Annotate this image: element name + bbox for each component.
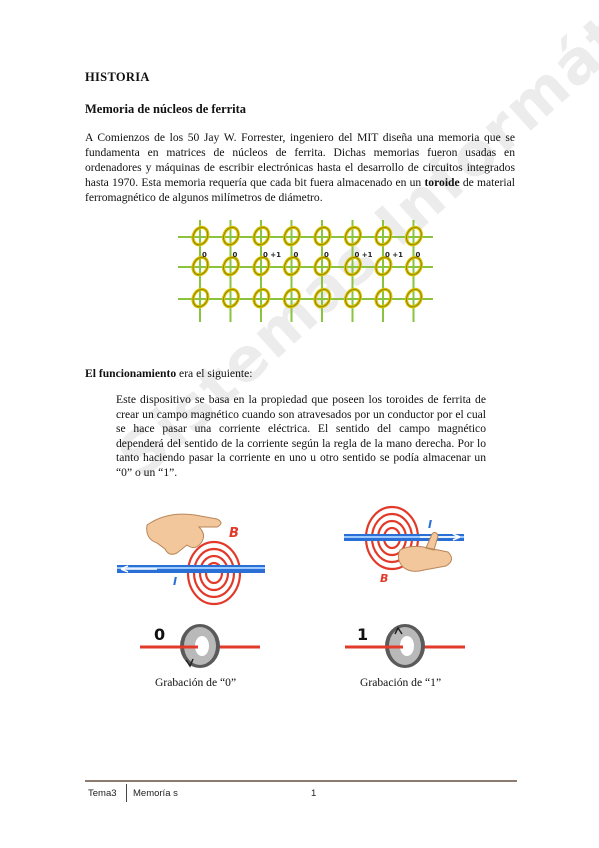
ferrite-core-outline — [314, 289, 331, 308]
ferrite-core-outline — [375, 257, 392, 276]
intro-bold-word: toroide — [424, 176, 460, 189]
toroid-figure-right: 1 — [345, 624, 465, 668]
ferrite-core-outline — [314, 257, 331, 276]
ferrite-core-outline — [375, 227, 392, 246]
bit-label: 0 — [154, 625, 165, 644]
ferrite-core-outline — [284, 289, 300, 308]
footer-title: Memoría s — [133, 788, 178, 799]
ferrite-core-outline — [192, 289, 209, 308]
ferrite-core-outline — [375, 289, 392, 308]
ferrite-core-outline — [406, 257, 422, 276]
intro-text-end: de material ferromagnético de algunos mi… — [85, 176, 515, 204]
right-hand-rule-figure-right: B I — [344, 505, 464, 585]
footer-separator — [126, 784, 127, 802]
bit-value-label: 0 — [294, 251, 299, 259]
ferrite-core-outline — [223, 227, 239, 246]
direction-arrow — [394, 626, 403, 635]
bit-label: 1 — [357, 625, 368, 644]
funcionamiento-line: El funcionamiento era el siguiente: — [85, 367, 252, 380]
ferrite-core-outline — [192, 227, 209, 246]
current-label: I — [428, 518, 432, 531]
bit-value-label: 0 — [416, 251, 421, 259]
ferrite-core-outline — [406, 289, 422, 308]
hand-icon — [397, 531, 452, 572]
ferrite-core-outline — [284, 257, 300, 276]
bit-value-label: 0 +1 — [385, 251, 403, 259]
ferrite-core-outline — [314, 227, 331, 246]
field-label: B — [229, 526, 239, 541]
funcionamiento-bold: El funcionamiento — [85, 367, 177, 380]
direction-arrow — [185, 658, 194, 668]
bit-value-label: 0 — [324, 251, 329, 259]
bit-value-label: 0 — [233, 251, 238, 259]
ferrite-core-outline — [253, 257, 270, 276]
caption-right: Grabación de “1” — [360, 676, 442, 689]
intro-paragraph: A Comienzos de los 50 Jay W. Forrester, … — [85, 130, 515, 205]
section-heading: Memoria de núcleos de ferrita — [85, 102, 247, 116]
bit-value-label: 0 +1 — [355, 251, 373, 259]
footer-chapter: Tema3 — [88, 788, 117, 799]
ferrite-core-outline — [284, 227, 300, 246]
ferrite-core-outline — [345, 227, 361, 246]
ferrite-core-outline — [223, 257, 239, 276]
ferrite-core-outline — [253, 289, 270, 308]
bit-value-label: 0 — [202, 251, 207, 259]
footer-page-number: 1 — [311, 788, 317, 799]
page-heading: HISTORIA — [85, 70, 150, 84]
ferrite-core-outline — [223, 289, 239, 308]
current-label: I — [173, 575, 177, 588]
hand-icon — [146, 513, 222, 555]
ferrite-core-outline — [253, 227, 270, 246]
current-arrow — [120, 565, 157, 573]
current-arrow — [420, 533, 461, 541]
toroid-figure-left: 0 — [140, 624, 260, 668]
bit-value-label: 0 +1 — [263, 251, 281, 259]
intro-text: A Comienzos de los 50 Jay W. Forrester, … — [85, 131, 515, 189]
ferrite-core-outline — [345, 289, 361, 308]
funcionamiento-rest: era el siguiente: — [176, 367, 253, 380]
right-hand-rule-figure-left: B I — [117, 513, 265, 606]
ferrite-core-outline — [406, 227, 422, 246]
ferrite-core-outline — [345, 257, 361, 276]
field-label: B — [380, 572, 388, 585]
ferrite-core-matrix: 0 0 0 +1 0 0 0 +1 0 +1 0 — [178, 220, 433, 322]
description-paragraph: Este dispositivo se basa en la propiedad… — [116, 393, 486, 479]
footer-rule — [85, 780, 517, 782]
caption-left: Grabación de “0” — [155, 676, 237, 689]
ferrite-core-outline — [192, 257, 209, 276]
